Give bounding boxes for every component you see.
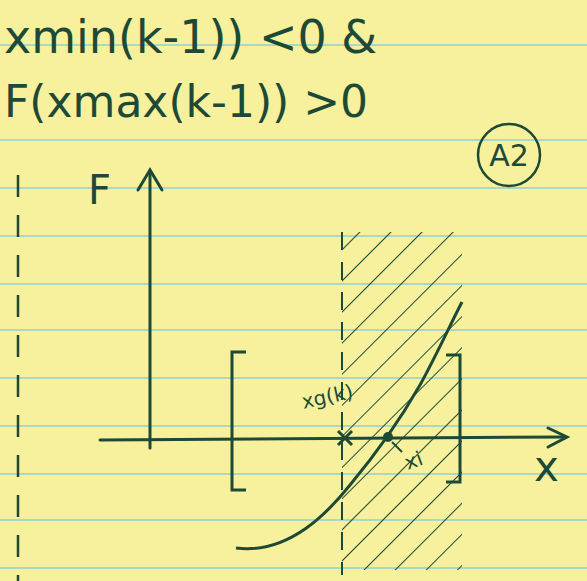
- axis-label-x: x: [534, 446, 559, 488]
- condition-max: F(xmax(k-1)) >0: [4, 80, 368, 124]
- axes: [100, 170, 567, 448]
- step-label: A2: [489, 138, 529, 173]
- root-leader: [392, 442, 402, 452]
- function-curve: [236, 302, 462, 549]
- dashed-margin: [17, 175, 20, 581]
- condition-min: xmin(k-1)) <0 &: [4, 14, 377, 60]
- guess-cross: [338, 431, 352, 445]
- step-circle: A2: [476, 122, 542, 188]
- root-dot: [383, 432, 393, 442]
- hatched-region: [342, 232, 462, 570]
- ruled-lines: [0, 45, 587, 568]
- axis-label-f: F: [88, 170, 111, 210]
